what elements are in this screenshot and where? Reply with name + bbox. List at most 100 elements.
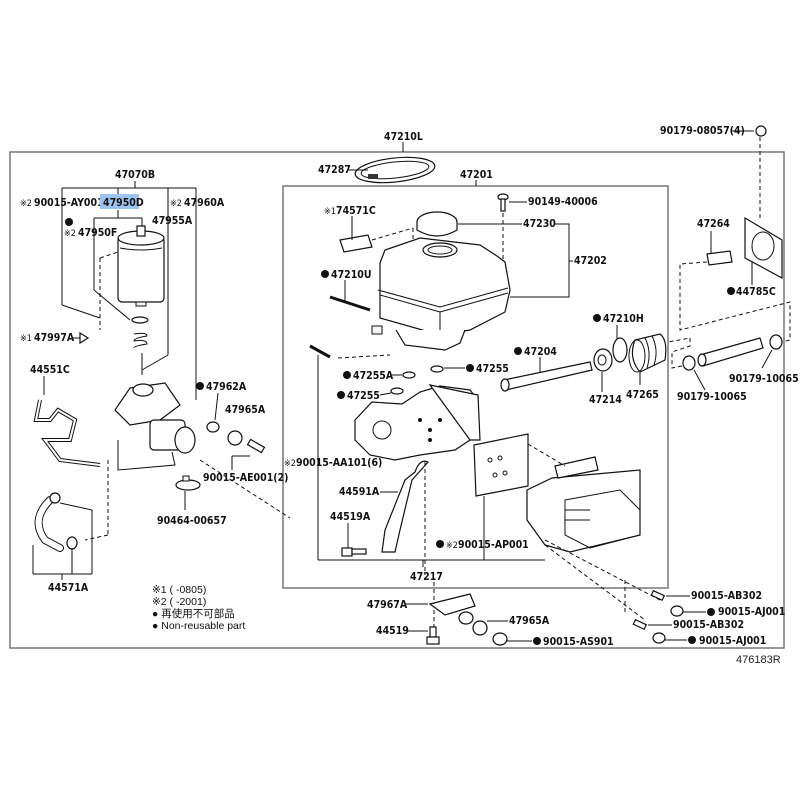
label-90015-AJ001-a[interactable]: 90015-AJ001	[718, 606, 785, 618]
o-ring-47950F	[131, 316, 149, 324]
legend-note-1: ※1 ( -0805)	[152, 584, 206, 596]
legend-nonreusable-en: ● Non-reusable part	[152, 620, 245, 632]
mark-74571C: ※1	[324, 207, 336, 217]
nut-47965A-lower	[472, 620, 488, 636]
label-47255A[interactable]: 47255A	[353, 370, 394, 382]
brake-reservoir	[371, 237, 511, 351]
grommet-90015-AS901	[492, 632, 508, 646]
label-44519A[interactable]: 44519A	[330, 511, 371, 523]
bracket-47967A	[428, 593, 476, 625]
label-90015-AB302-a[interactable]: 90015-AB302	[691, 590, 762, 602]
o-ring-47962A	[206, 421, 220, 433]
label-44551C[interactable]: 44551C	[30, 364, 70, 376]
bolt-44519	[426, 626, 440, 645]
label-47965A-lower[interactable]: 47965A	[509, 615, 550, 627]
push-rod-47204	[500, 361, 593, 392]
label-90015-AS901[interactable]: 90015-AS901	[543, 636, 614, 648]
grommet-90015-AJ001-a	[670, 605, 684, 617]
label-90179-10065-left[interactable]: 90179-10065	[677, 391, 747, 403]
label-47255-left[interactable]: 47255	[347, 390, 380, 402]
label-47210L[interactable]: 47210L	[384, 131, 423, 143]
plug-47255-right	[430, 365, 444, 373]
label-44591A[interactable]: 44591A	[339, 486, 380, 498]
mark-47950F: ※2	[64, 229, 76, 239]
mark-47960A: ※2	[170, 199, 182, 209]
legend: ※1 ( -0805) ※2 ( -2001) ● 再使用不可部品 ● Non-…	[152, 584, 245, 632]
connector-47264	[706, 250, 733, 266]
bracket-44591A	[381, 460, 429, 553]
retaining-ring-47287	[354, 156, 436, 184]
label-74571C[interactable]: 74571C	[336, 205, 376, 217]
label-47201[interactable]: 47201	[460, 169, 493, 181]
mark-90015-AY001: ※2	[20, 199, 32, 209]
screw-90015-AB302-a	[650, 589, 666, 602]
label-47204[interactable]: 47204	[524, 346, 557, 358]
bolt-44519A	[341, 547, 367, 557]
label-47960A[interactable]: 47960A	[184, 197, 225, 209]
label-47950D[interactable]: 47950D	[103, 197, 144, 209]
clamp-90464-00657	[175, 475, 201, 491]
label-44571A[interactable]: 44571A	[48, 582, 89, 594]
bolt-90015-AA101	[309, 344, 331, 359]
mark-47997A: ※1	[20, 334, 32, 344]
nut-90179-10065-right	[769, 334, 783, 350]
label-90015-AJ001-b[interactable]: 90015-AJ001	[699, 635, 766, 647]
label-44785C[interactable]: 44785C	[736, 286, 776, 298]
ecu-module	[526, 456, 641, 553]
label-90015-AA101[interactable]: 90015-AA101(6)	[296, 457, 382, 469]
bolt-90015-AE001	[246, 438, 266, 454]
label-90015-AB302-b[interactable]: 90015-AB302	[673, 619, 744, 631]
hose-44571A	[34, 492, 78, 552]
label-90015-AE001[interactable]: 90015-AE001(2)	[203, 472, 288, 484]
label-47962A[interactable]: 47962A	[206, 381, 247, 393]
spring	[133, 332, 148, 349]
caution-label-74571C	[339, 234, 373, 253]
gasket-plate-44785C	[744, 216, 783, 280]
mark-90015-AA101: ※2	[284, 459, 296, 469]
label-90149-40006[interactable]: 90149-40006	[528, 196, 598, 208]
reference-code: 476183R	[736, 654, 781, 666]
label-47997A[interactable]: 47997A	[34, 332, 75, 344]
screw-90149-40006	[497, 193, 509, 212]
label-44519[interactable]: 44519	[376, 625, 409, 637]
sensor-rod	[697, 337, 764, 367]
label-90015-AP001[interactable]: 90015-AP001	[458, 539, 529, 551]
clip-47997A	[79, 331, 90, 345]
label-90179-10065-right[interactable]: 90179-10065	[729, 373, 799, 385]
grommet-90015-AJ001-b	[652, 632, 666, 644]
label-47255-right[interactable]: 47255	[476, 363, 509, 375]
plug-47255A	[402, 371, 416, 379]
label-47214[interactable]: 47214	[589, 394, 622, 406]
mark-90015-AP001: ※2	[446, 541, 458, 551]
nut-90179-10065-left	[682, 355, 696, 371]
seal-47214	[593, 348, 613, 372]
label-47965A-upper[interactable]: 47965A	[225, 404, 266, 416]
label-47287[interactable]: 47287	[318, 164, 351, 176]
nut-90179-08057	[755, 125, 767, 137]
label-47950F[interactable]: 47950F	[78, 227, 117, 239]
label-90464-00657[interactable]: 90464-00657	[157, 515, 227, 527]
filter-canister-47950D	[117, 225, 165, 307]
label-47210H[interactable]: 47210H	[603, 313, 644, 325]
label-47955A[interactable]: 47955A	[152, 215, 193, 227]
circuit-plate	[473, 433, 529, 497]
label-47967A[interactable]: 47967A	[367, 599, 408, 611]
plug-47255-left	[390, 387, 404, 395]
outer-frame	[9, 151, 785, 649]
legend-note-2: ※2 ( -2001)	[152, 596, 206, 608]
brake-actuator-block	[354, 384, 481, 461]
label-90015-AY001[interactable]: 90015-AY001	[34, 197, 104, 209]
label-90179-08057[interactable]: 90179-08057(4)	[660, 125, 745, 137]
label-47210U[interactable]: 47210U	[331, 269, 372, 281]
label-47230[interactable]: 47230	[523, 218, 556, 230]
pipe-44551C	[33, 399, 101, 467]
label-47202[interactable]: 47202	[574, 255, 607, 267]
o-ring-47210H	[612, 337, 628, 363]
screw-90015-AB302-b	[632, 618, 648, 631]
boot-47265	[628, 333, 667, 373]
label-47070B[interactable]: 47070B	[115, 169, 155, 181]
label-47217[interactable]: 47217	[410, 571, 443, 583]
label-47264[interactable]: 47264	[697, 218, 730, 230]
label-47265[interactable]: 47265	[626, 389, 659, 401]
